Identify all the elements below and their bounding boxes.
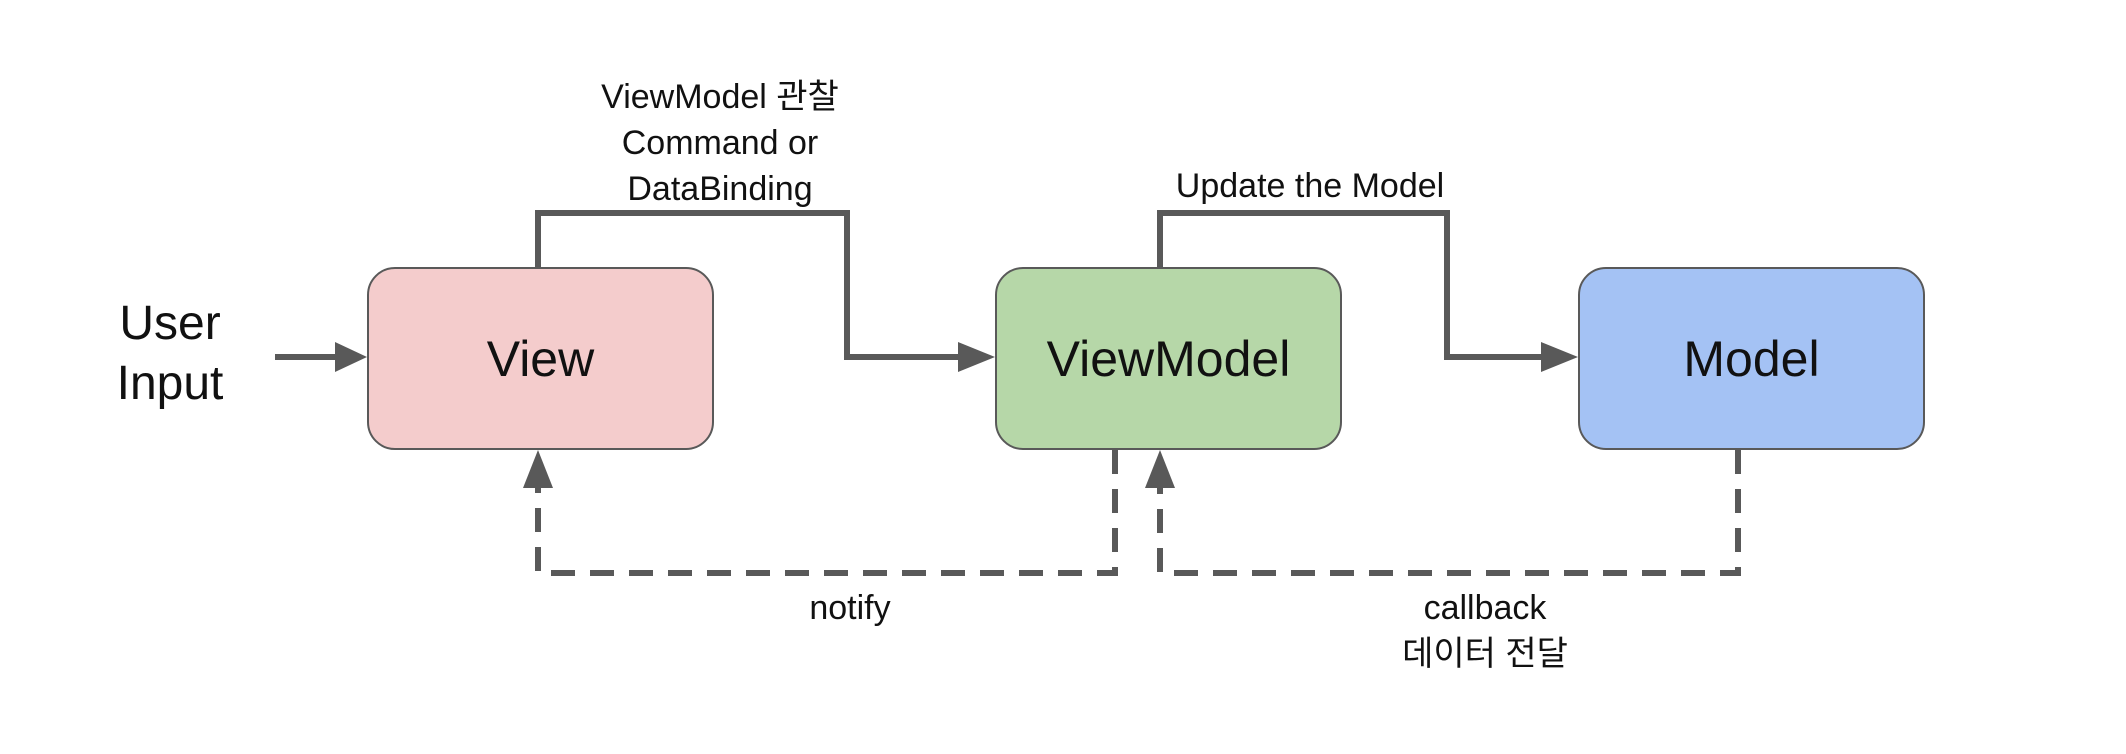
model-node: Model [1578, 267, 1925, 450]
edge-label-observe-line3: DataBinding [627, 170, 813, 208]
user-input-line2: Input [116, 357, 224, 410]
edge-label-viewmodel-to-view: notify [785, 585, 915, 631]
edge-model-to-viewmodel [1145, 450, 1741, 576]
viewmodel-node-label: ViewModel [1046, 330, 1291, 387]
model-node-label: Model [1683, 330, 1820, 387]
edge-view-to-viewmodel [535, 210, 995, 372]
edge-viewmodel-to-view [523, 450, 1118, 576]
edge-label-view-to-viewmodel: ViewModel 관찰 Command or DataBinding [560, 74, 880, 212]
view-node-label: View [486, 330, 595, 387]
edge-label-observe-line1: ViewModel 관찰 [601, 78, 839, 116]
user-input-line1: User [119, 297, 221, 350]
viewmodel-node: ViewModel [995, 267, 1342, 450]
edge-label-notify-line1: notify [809, 589, 891, 627]
edge-label-observe-line2: Command or [621, 124, 819, 162]
edge-viewmodel-to-model [1157, 210, 1578, 372]
user-input-label: User Input [95, 294, 245, 414]
edge-label-model-to-viewmodel: callback 데이터 전달 [1365, 585, 1605, 677]
user-input-arrow [275, 342, 367, 372]
edge-label-callback-line1: callback [1423, 589, 1547, 627]
edge-label-callback-line2: 데이터 전달 [1402, 635, 1568, 673]
edge-label-viewmodel-to-model: Update the Model [1145, 163, 1475, 209]
view-node: View [367, 267, 714, 450]
edge-label-update-line1: Update the Model [1175, 167, 1445, 205]
